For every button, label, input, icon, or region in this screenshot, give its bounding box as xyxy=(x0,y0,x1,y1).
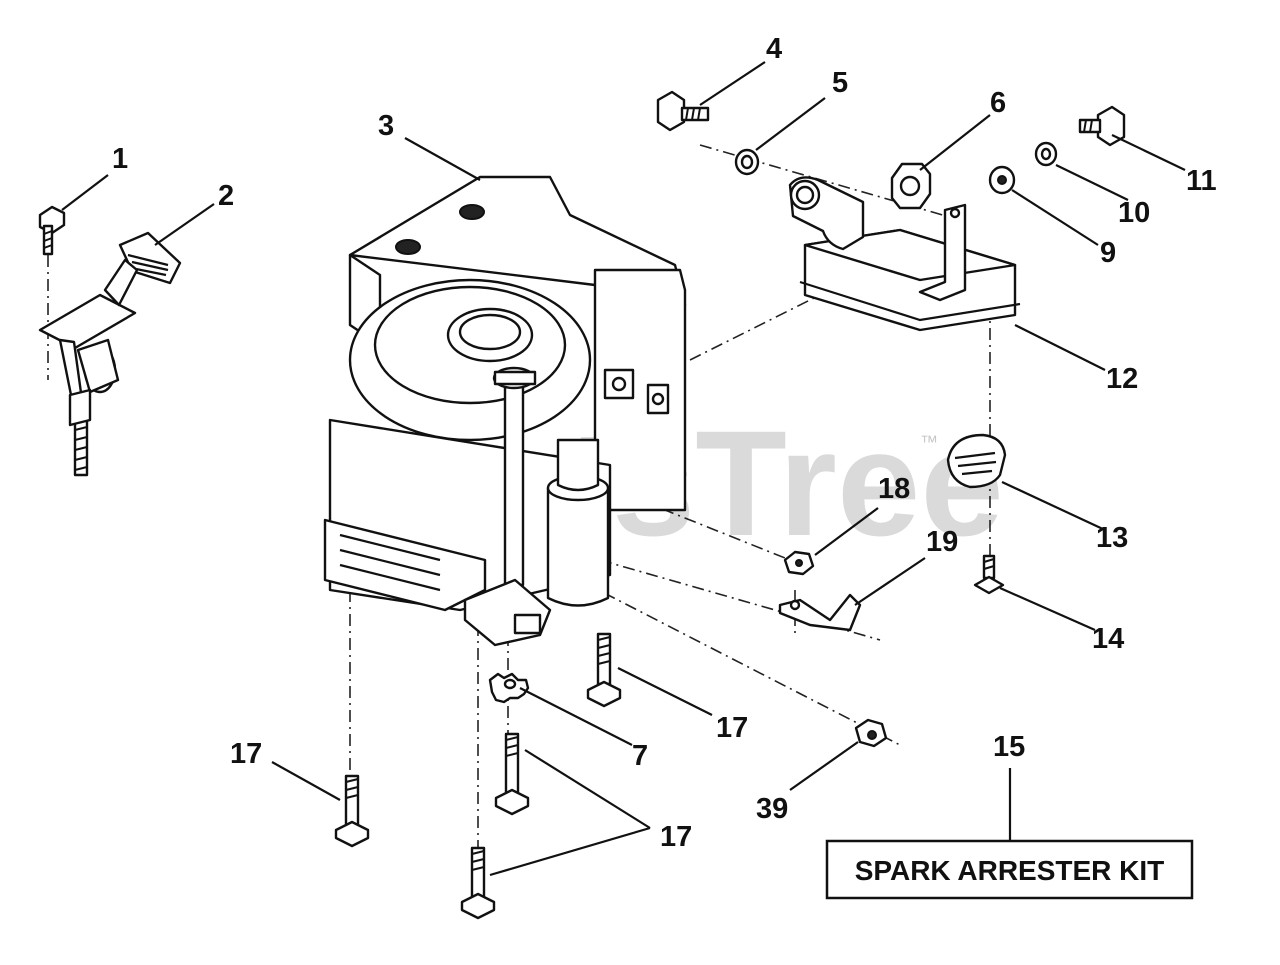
bolt-part-17-b xyxy=(494,732,530,816)
callout-17-bottom: 17 xyxy=(660,821,692,853)
bolt-part-17-d xyxy=(334,774,370,848)
washer-part-5 xyxy=(734,148,760,176)
lockwasher-part-10 xyxy=(1034,141,1058,167)
callout-13: 13 xyxy=(1096,522,1128,554)
callout-7: 7 xyxy=(632,740,648,772)
callout-9: 9 xyxy=(1100,237,1116,269)
spark-arrester-kit-label: SPARK ARRESTER KIT xyxy=(855,855,1165,886)
bolt-part-17-a xyxy=(586,632,622,708)
washer-part-9 xyxy=(988,165,1016,195)
callout-3: 3 xyxy=(378,110,394,142)
nut-part-39 xyxy=(854,718,888,748)
callout-39: 39 xyxy=(756,793,788,825)
muffler-part-12 xyxy=(788,176,1021,332)
callout-17-left: 17 xyxy=(230,738,262,770)
callout-14: 14 xyxy=(1092,623,1124,655)
bolt-part-17-c xyxy=(460,846,496,920)
bolt-part-4 xyxy=(656,90,710,132)
leader-lines xyxy=(61,61,1186,877)
callout-18: 18 xyxy=(878,473,910,505)
spark-arrester-kit-box: SPARK ARRESTER KIT xyxy=(825,839,1194,900)
gasket-part-6 xyxy=(890,162,932,210)
callouts: 1 2 3 4 5 6 7 9 10 11 12 13 14 15 17 17 … xyxy=(112,33,1217,853)
callout-1: 1 xyxy=(112,143,128,175)
callout-4: 4 xyxy=(766,33,782,65)
callout-12: 12 xyxy=(1106,363,1138,395)
watermark-trademark: ™ xyxy=(920,432,938,452)
callout-11: 11 xyxy=(1186,165,1217,197)
screen-part-13 xyxy=(946,433,1007,489)
callout-10: 10 xyxy=(1118,197,1150,229)
callout-6: 6 xyxy=(990,87,1006,119)
callout-19: 19 xyxy=(926,526,958,558)
nut-part-18 xyxy=(783,550,815,576)
throttle-control-part-2 xyxy=(38,231,182,477)
bolt-part-11 xyxy=(1078,105,1126,147)
bracket-part-19 xyxy=(778,593,862,632)
star-washer-part-7 xyxy=(488,672,530,704)
callout-17-right: 17 xyxy=(716,712,748,744)
screw-part-14 xyxy=(973,554,1005,595)
callout-15: 15 xyxy=(993,731,1025,763)
engine-part-3 xyxy=(323,175,687,647)
callout-5: 5 xyxy=(832,67,848,99)
callout-2: 2 xyxy=(218,180,234,212)
bolt-part-1 xyxy=(38,205,66,256)
